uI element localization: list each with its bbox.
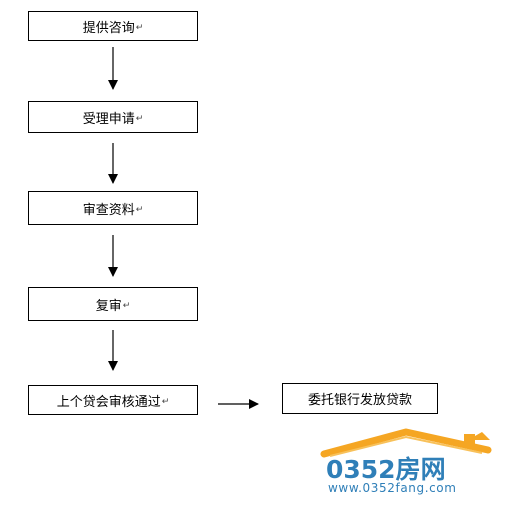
watermark-url: www.0352fang.com [328,481,457,495]
paragraph-mark-icon: ↵ [135,205,144,215]
step-bank-disburse-loan: 委托银行发放贷款 [282,383,438,414]
step-label: 复审 [95,298,122,314]
paragraph-mark-icon: ↵ [161,397,170,407]
step-review-documents: 审查资料↵ [28,191,198,225]
paragraph-mark-icon: ↵ [135,114,144,124]
step-label: 审查资料 [82,202,135,218]
site-logo-icon [320,428,492,458]
step-re-review: 复审↵ [28,287,198,321]
step-committee-approval: 上个贷会审核通过↵ [28,385,198,415]
step-label: 上个贷会审核通过 [56,394,161,410]
paragraph-mark-icon: ↵ [122,301,131,311]
step-label: 委托银行发放贷款 [307,393,412,408]
step-provide-consultation: 提供咨询↵ [28,11,198,41]
watermark-brand: 0352房网 [326,455,446,484]
paragraph-mark-icon: ↵ [135,23,144,33]
step-accept-application: 受理申请↵ [28,101,198,133]
step-label: 受理申请 [82,111,135,127]
step-label: 提供咨询 [82,20,135,36]
